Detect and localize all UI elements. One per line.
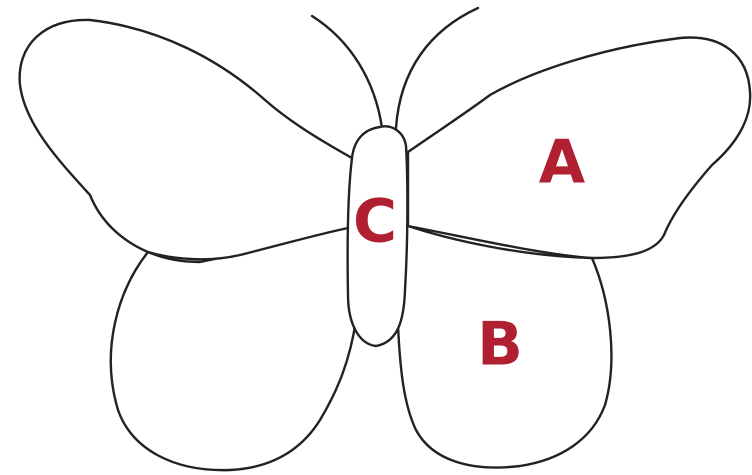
label-c: C [353, 187, 397, 257]
label-a: A [539, 128, 586, 198]
left-antenna [312, 16, 382, 128]
left-hindwing [111, 225, 356, 470]
right-antenna [396, 8, 478, 128]
label-b: B [477, 310, 523, 380]
left-forewing [20, 20, 352, 259]
